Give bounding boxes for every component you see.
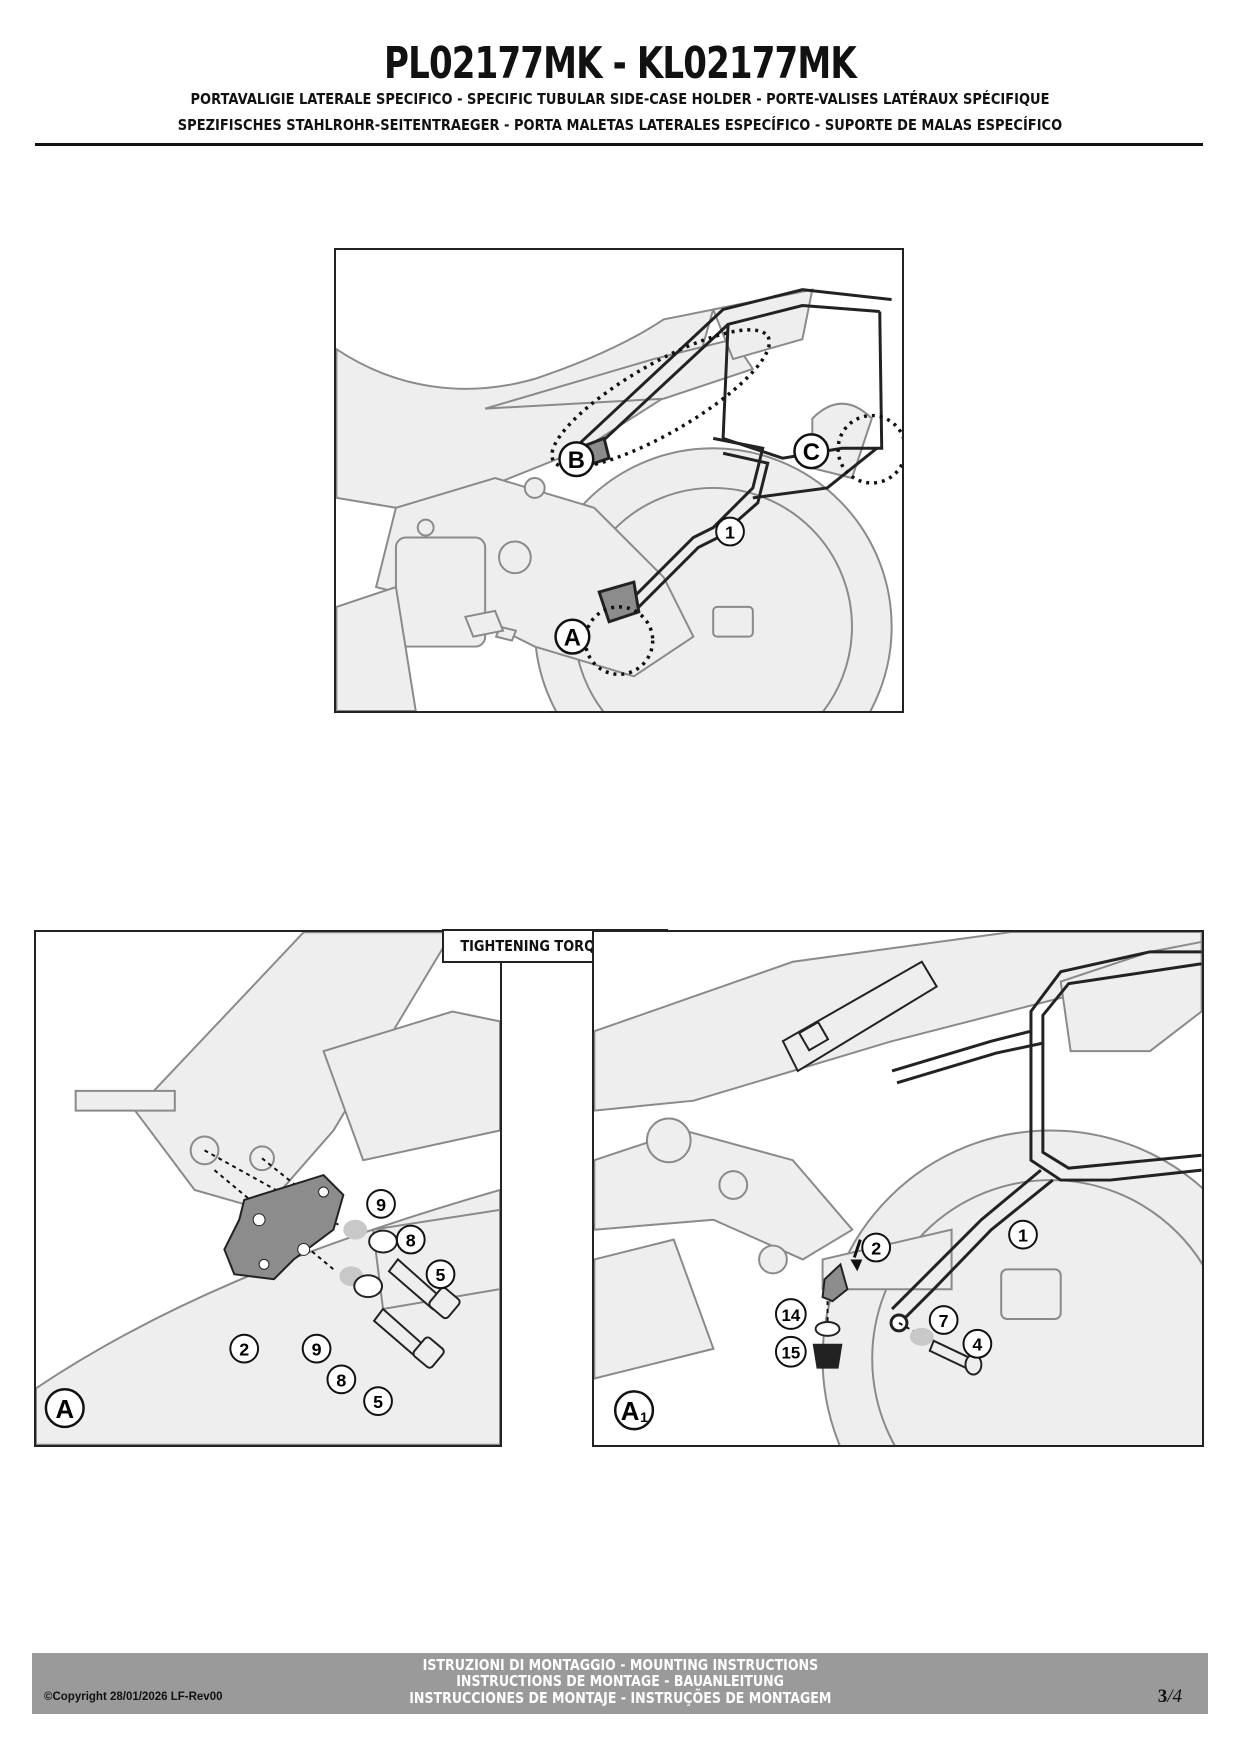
part-label-1: 1 bbox=[1008, 1219, 1038, 1250]
detail-a-illustration: 9 8 5 2 9 8 5 A bbox=[34, 930, 502, 1447]
part-label-7: 7 bbox=[928, 1305, 959, 1335]
pillion-bracket bbox=[781, 960, 939, 1073]
header-rule bbox=[35, 143, 1203, 146]
overview-illustration: B C A 1 bbox=[334, 248, 904, 713]
view-label-a: A bbox=[44, 1388, 85, 1429]
svg-text:7: 7 bbox=[939, 1311, 949, 1331]
part-label-14: 14 bbox=[774, 1298, 807, 1330]
bracket-plate bbox=[223, 1173, 345, 1281]
footer-line-1: ISTRUZIONI DI MONTAGGIO - MOUNTING INSTR… bbox=[422, 1656, 818, 1674]
view-label-a1: A 1 bbox=[613, 1390, 655, 1431]
svg-text:9: 9 bbox=[376, 1195, 386, 1215]
part-label-5-bottom: 5 bbox=[363, 1386, 393, 1417]
part-label-2: 2 bbox=[229, 1333, 260, 1364]
part-label-4: 4 bbox=[962, 1328, 993, 1359]
page-total: /4 bbox=[1167, 1686, 1182, 1707]
svg-text:5: 5 bbox=[436, 1265, 446, 1285]
footer-bar: ISTRUZIONI DI MONTAGGIO - MOUNTING INSTR… bbox=[32, 1653, 1208, 1714]
svg-text:9: 9 bbox=[312, 1340, 322, 1360]
part-label-9-bottom: 9 bbox=[301, 1333, 332, 1364]
washers bbox=[339, 1219, 398, 1299]
assembly-axis bbox=[826, 1301, 923, 1337]
svg-text:1: 1 bbox=[640, 1409, 648, 1425]
detail-a-drawing: 9 8 5 2 9 8 5 A bbox=[36, 932, 500, 1445]
overview-drawing: B C A 1 bbox=[336, 288, 902, 711]
footer-line-3: INSTRUCCIONES DE MONTAJE - INSTRUÇÕES DE… bbox=[408, 1689, 832, 1707]
svg-text:1: 1 bbox=[1018, 1226, 1028, 1246]
adapter-plate bbox=[821, 1239, 863, 1303]
svg-text:2: 2 bbox=[871, 1238, 881, 1258]
bolts bbox=[372, 1257, 461, 1369]
svg-text:14: 14 bbox=[781, 1306, 800, 1325]
svg-text:1: 1 bbox=[725, 522, 735, 542]
side-case-holder-frame bbox=[889, 950, 1202, 1333]
svg-text:C: C bbox=[803, 439, 820, 466]
subtitle-line-1: PORTAVALIGIE LATERALE SPECIFICO - SPECIF… bbox=[190, 90, 1050, 108]
svg-text:8: 8 bbox=[406, 1231, 416, 1251]
page-current: 3 bbox=[1157, 1686, 1168, 1707]
svg-text:5: 5 bbox=[373, 1392, 383, 1412]
svg-text:4: 4 bbox=[972, 1335, 982, 1355]
callout-c: C bbox=[793, 433, 830, 470]
part-label-2: 2 bbox=[861, 1232, 892, 1263]
svg-text:B: B bbox=[568, 447, 585, 474]
page-title: PL02177MK - KL02177MK bbox=[384, 38, 857, 89]
part-label-1: 1 bbox=[715, 516, 745, 547]
callout-a: A bbox=[554, 618, 591, 655]
motorcycle-ghost bbox=[336, 288, 893, 711]
washer-bolt bbox=[909, 1327, 983, 1376]
detail-a1-illustration: 2 1 7 4 14 15 A 1 bbox=[592, 930, 1204, 1447]
svg-text:8: 8 bbox=[336, 1370, 346, 1390]
subtitle-line-2: SPEZIFISCHES STAHLROHR-SEITENTRAEGER - P… bbox=[177, 116, 1063, 134]
svg-text:A: A bbox=[621, 1398, 640, 1426]
svg-text:A: A bbox=[564, 625, 581, 652]
svg-text:15: 15 bbox=[781, 1344, 800, 1363]
svg-text:A: A bbox=[55, 1396, 74, 1424]
page-number: 3/4 bbox=[1158, 1686, 1182, 1708]
part-label-8-top: 8 bbox=[395, 1224, 426, 1255]
frame-ghost bbox=[36, 932, 500, 1445]
part-label-5-top: 5 bbox=[425, 1259, 456, 1290]
rubber-pad bbox=[812, 1320, 843, 1369]
part-label-8-bottom: 8 bbox=[326, 1364, 357, 1395]
svg-text:2: 2 bbox=[239, 1340, 249, 1360]
callout-b: B bbox=[558, 441, 595, 478]
detail-a1-drawing: 2 1 7 4 14 15 A 1 bbox=[594, 932, 1202, 1445]
part-label-9-top: 9 bbox=[366, 1188, 396, 1219]
part-label-15: 15 bbox=[774, 1335, 807, 1368]
footer-line-2: INSTRUCTIONS DE MONTAGE - BAUANLEITUNG bbox=[456, 1672, 784, 1690]
copyright: ©Copyright 28/01/2026 LF-Rev00 bbox=[44, 1691, 223, 1703]
